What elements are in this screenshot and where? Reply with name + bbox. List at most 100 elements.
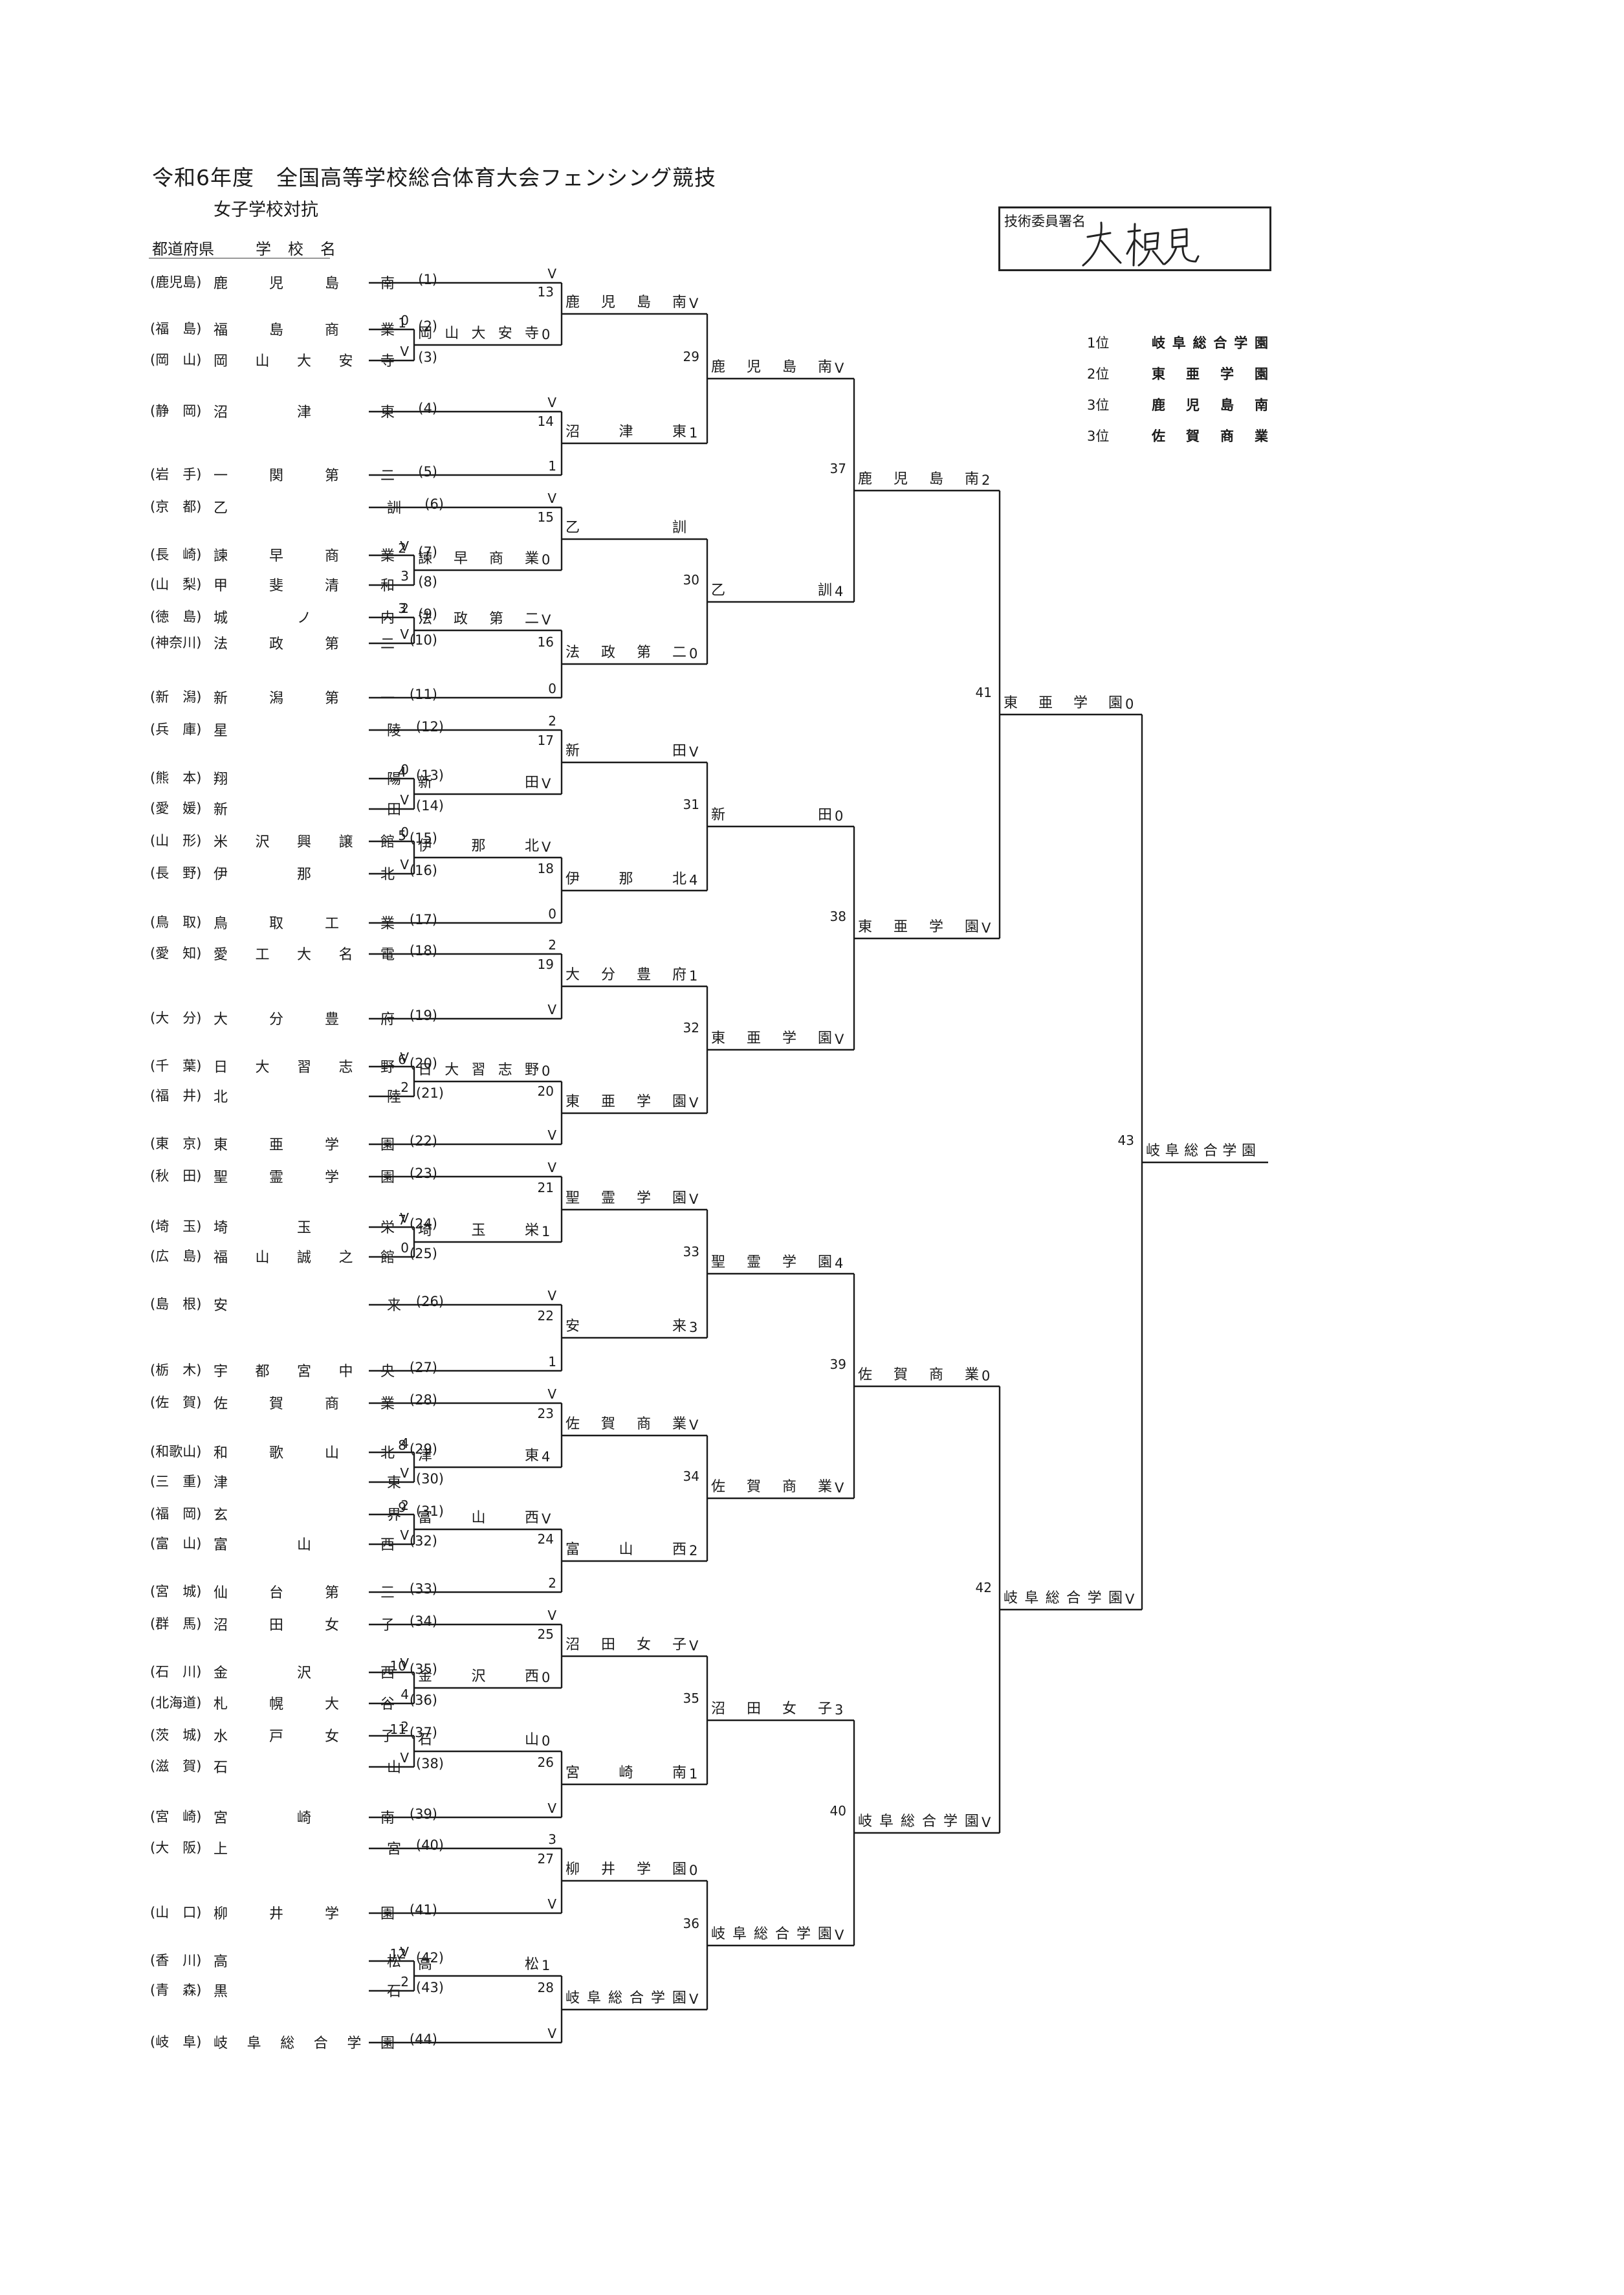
winner-score: 0 — [542, 1733, 551, 1749]
signature-label: 技術委員署名 — [1004, 214, 1086, 229]
winner-name: 新田 — [565, 743, 686, 759]
winner-name: 乙訓 — [711, 582, 832, 599]
winner-score: V — [982, 920, 991, 936]
entry-seed: (2) — [418, 318, 437, 334]
entry-seed: (23) — [409, 1166, 437, 1181]
winner-name: 法政第二 — [418, 611, 539, 627]
winner-name: 東亜学園 — [858, 919, 979, 935]
entry-seed: (8) — [418, 574, 437, 590]
ranking-row: 1位岐阜総合学園 — [1087, 333, 1268, 355]
entry-school-name: 仙台第三 — [214, 1585, 395, 1601]
winner-name: 新田 — [418, 775, 539, 791]
winner-score: 4 — [835, 584, 844, 599]
winner-name: 東亜学園 — [1004, 695, 1123, 711]
winner-name: 富山西 — [418, 1510, 539, 1526]
entry-school-name: 法政第二 — [214, 636, 395, 652]
winner-name: 岡山大安寺 — [418, 326, 539, 342]
winner-score: 1 — [689, 1766, 698, 1782]
entry-school-name: 福山誠之館 — [214, 1250, 395, 1266]
match-score: V — [400, 792, 409, 808]
entry-school-name: 高松 — [214, 1954, 401, 1970]
winner-name: 岐阜総合学園 — [1004, 1590, 1123, 1606]
winner-name: 佐賀商業 — [858, 1367, 979, 1383]
match-score: V — [547, 395, 556, 410]
entry-prefecture: (大 阪) — [150, 1840, 202, 1856]
entry-prefecture: (山 梨) — [150, 577, 202, 592]
entry-prefecture: (埼 玉) — [150, 1219, 202, 1234]
entry-prefecture: (神奈川) — [150, 635, 202, 650]
winner-name: 鹿児島南 — [858, 471, 979, 487]
column-header-prefecture: 都道府県 — [152, 240, 214, 258]
entry-seed: (43) — [415, 1980, 444, 1995]
match-score: 0 — [401, 313, 409, 328]
entry-prefecture: (栃 木) — [150, 1362, 202, 1378]
entry-school-name: 和歌山北 — [214, 1445, 395, 1461]
match-score: V — [547, 2026, 556, 2041]
entry-seed: (26) — [415, 1294, 444, 1309]
entry-school-name: 諫早商業 — [214, 548, 395, 564]
match-number: 39 — [829, 1357, 846, 1372]
match-number: 9 — [398, 1500, 406, 1515]
entry-school-name: 愛工大名電 — [214, 947, 395, 963]
entry-prefecture: (熊 本) — [150, 770, 202, 786]
match-score: V — [400, 1944, 409, 1960]
match-number: 18 — [537, 861, 554, 876]
entry-prefecture: (福 井) — [150, 1088, 202, 1103]
entry-prefecture: (徳 島) — [150, 609, 202, 625]
winner-score: V — [689, 296, 699, 311]
match-number: 35 — [683, 1691, 699, 1706]
entry-seed: (27) — [409, 1360, 437, 1375]
entry-prefecture: (鹿児島) — [150, 274, 202, 290]
winner-score: 4 — [689, 872, 698, 888]
entry-prefecture: (福 島) — [150, 321, 202, 337]
match-number: 32 — [683, 1020, 699, 1036]
match-score: 2 — [548, 1575, 556, 1591]
match-number: 14 — [537, 414, 554, 429]
entry-seed: (7) — [418, 544, 437, 560]
match-number: 11 — [390, 1722, 406, 1737]
entry-seed: (30) — [415, 1471, 444, 1487]
entry-prefecture: (島 根) — [150, 1296, 202, 1312]
winner-score: 3 — [689, 1320, 698, 1335]
entry-prefecture: (大 分) — [150, 1010, 202, 1026]
entry-school-name: 上宮 — [214, 1841, 401, 1857]
match-number: 4 — [398, 764, 406, 780]
winner-name: 伊那北 — [565, 871, 686, 887]
winner-score: 2 — [689, 1543, 698, 1558]
winner-name: 津東 — [418, 1448, 539, 1464]
entry-seed: (4) — [418, 401, 437, 416]
entry-prefecture: (宮 崎) — [150, 1809, 202, 1824]
match-score: 4 — [401, 1436, 409, 1451]
entry-prefecture: (宮 城) — [150, 1584, 202, 1599]
match-number: 16 — [537, 634, 554, 650]
entry-seed: (39) — [409, 1806, 437, 1822]
match-number: 29 — [683, 349, 699, 364]
entry-school-name: 佐賀商業 — [214, 1396, 395, 1412]
entry-school-name: 伊那北 — [214, 867, 395, 883]
match-score: V — [547, 266, 556, 282]
match-score: V — [400, 857, 409, 872]
winner-name: 岐阜総合学園 — [1146, 1143, 1256, 1159]
match-number: 38 — [829, 909, 846, 924]
entry-prefecture: (山 形) — [150, 833, 202, 848]
winner-name: 大分豊府 — [565, 967, 686, 983]
entry-prefecture: (茨 城) — [150, 1727, 202, 1743]
column-header-school: 学校名 — [256, 240, 353, 258]
page-subtitle: 女子学校対抗 — [214, 200, 318, 220]
match-score: 0 — [401, 825, 409, 840]
match-score: 1 — [548, 1354, 556, 1369]
entry-school-name: 津東 — [214, 1475, 401, 1491]
entry-seed: (40) — [415, 1837, 444, 1853]
handwritten-signature — [1082, 221, 1200, 267]
match-number: 13 — [537, 284, 554, 300]
winner-score: 1 — [542, 1224, 551, 1239]
entry-prefecture: (千 葉) — [150, 1058, 202, 1074]
match-number: 37 — [829, 461, 846, 476]
entry-prefecture: (秋 田) — [150, 1168, 202, 1184]
winner-name: 安来 — [565, 1318, 686, 1335]
winner-score: V — [542, 776, 551, 792]
entry-school-name: 大分豊府 — [214, 1012, 395, 1028]
match-number: 8 — [398, 1437, 406, 1453]
match-score: 3 — [548, 1832, 556, 1847]
winner-score: 0 — [982, 1368, 991, 1384]
